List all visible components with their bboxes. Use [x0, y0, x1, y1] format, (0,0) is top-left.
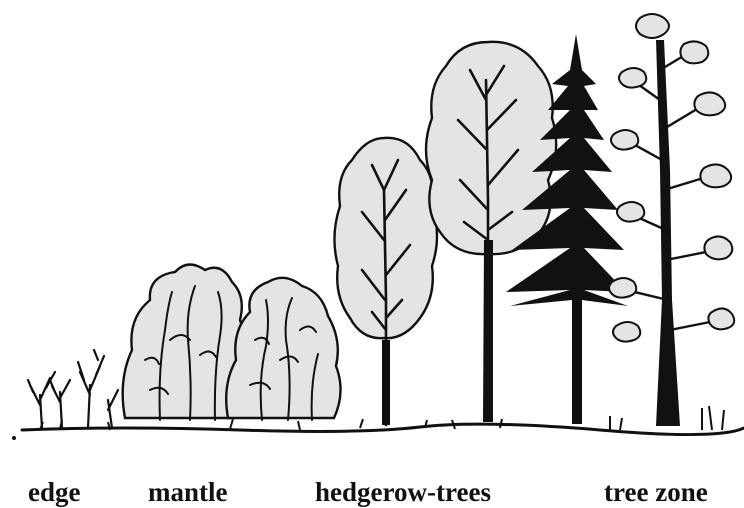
- hedgerow-tree-tall: [426, 42, 556, 422]
- zone-label-tree-zone: tree zone: [604, 477, 708, 507]
- ground-speck: [12, 436, 16, 440]
- zone-label-edge: edge: [28, 477, 80, 507]
- tree-zone-broadleaf: [609, 14, 734, 426]
- mantle-shrubs: [123, 264, 341, 420]
- zone-label-hedgerow-trees: hedgerow-trees: [315, 477, 491, 507]
- mantle-shrub-right: [226, 278, 340, 418]
- ground-line: [22, 424, 744, 434]
- zone-label-mantle: mantle: [148, 477, 227, 507]
- edge-shrubs: [28, 350, 118, 428]
- hedgerow-tree-small: [334, 138, 437, 425]
